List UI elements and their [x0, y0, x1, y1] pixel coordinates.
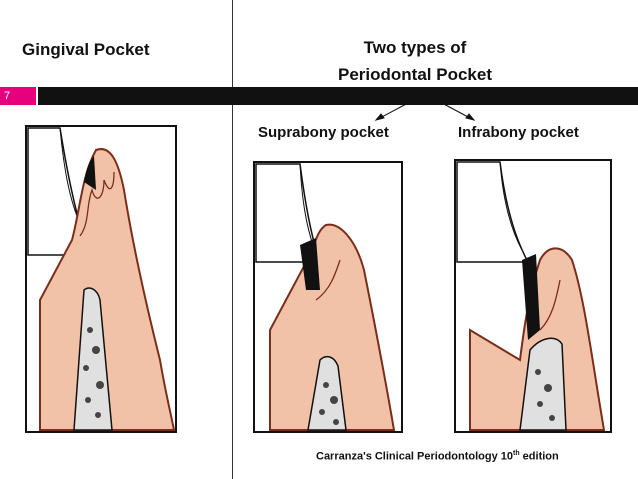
gingival-pocket-illustration [25, 125, 177, 433]
epithelium-3 [539, 279, 561, 331]
suprabony-label: Suprabony pocket [258, 124, 389, 141]
epithelium-2 [315, 259, 341, 301]
bone-trabeculae-1 [83, 327, 104, 418]
vertical-divider [232, 0, 233, 479]
caption-end: edition [519, 450, 559, 463]
tooth-root-line-3 [499, 161, 523, 251]
source-caption: Carranza's Clinical Periodontology 10th … [316, 450, 559, 463]
page-number-badge: 7 [0, 87, 36, 105]
gingival-pocket-title: Gingival Pocket [22, 40, 150, 59]
bone-trabeculae-3 [535, 369, 555, 421]
title-line-1: Two types of [363, 38, 467, 57]
title-line-2: Periodontal Pocket [338, 65, 492, 84]
bone-3 [519, 337, 567, 431]
suprabony-pocket-illustration [253, 161, 403, 433]
arrow-head-infrabony [465, 113, 476, 121]
calculus-3 [522, 254, 540, 340]
arrow-to-infrabony [439, 101, 471, 119]
infrabony-pocket-illustration [454, 159, 612, 433]
caption-main: Carranza's Clinical Periodontology 10 [316, 450, 514, 463]
infrabony-label: Infrabony pocket [458, 124, 579, 141]
calculus-1 [84, 156, 96, 190]
bone-trabeculae-2 [319, 382, 339, 425]
calculus-2 [300, 238, 320, 290]
epithelium-1 [79, 171, 115, 237]
header-bar [38, 87, 638, 105]
bone-2 [307, 355, 347, 431]
periodontal-pocket-title: Two types of Periodontal Pocket [300, 34, 530, 88]
arrow-head-suprabony [374, 113, 385, 121]
branch-arrows [374, 101, 476, 121]
arrow-to-suprabony [379, 101, 411, 119]
caption-superscript: th [513, 450, 520, 457]
bone-1 [73, 287, 113, 431]
gingiva-2 [269, 223, 396, 431]
